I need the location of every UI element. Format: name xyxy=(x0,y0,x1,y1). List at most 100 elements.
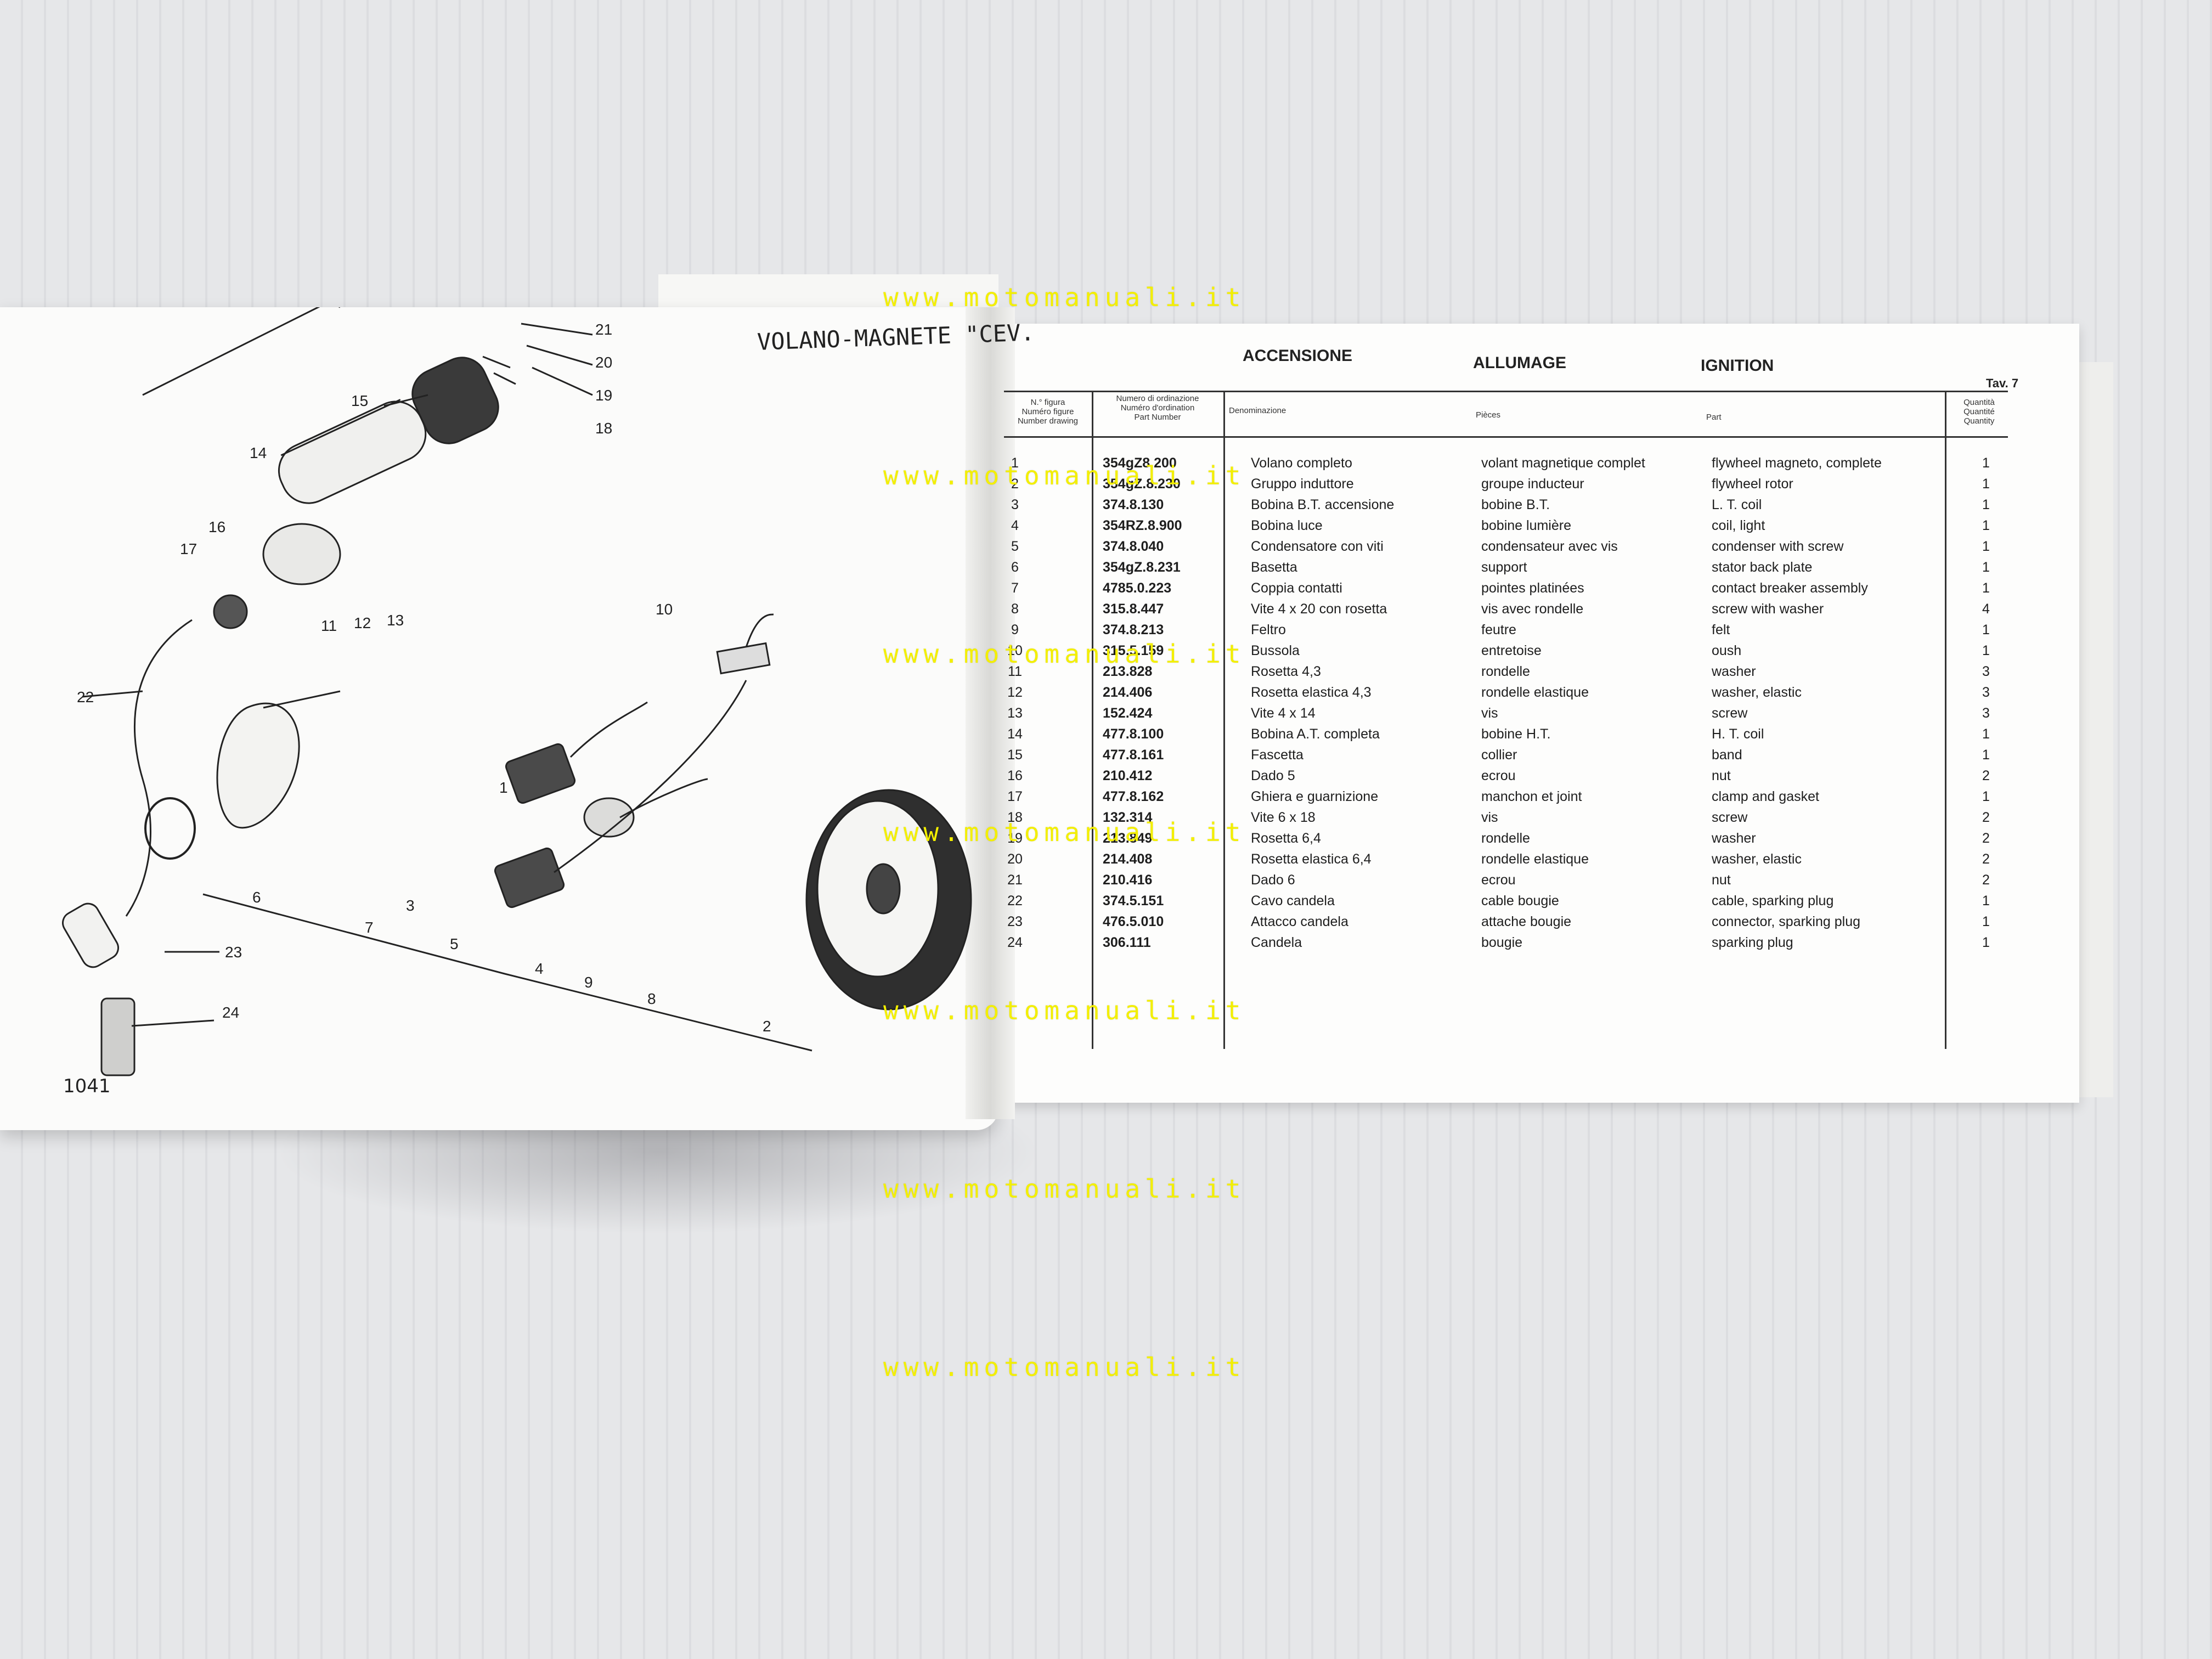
quantity: 3 xyxy=(1982,664,1990,679)
quantity: 4 xyxy=(1982,601,1990,617)
callout-14: 14 xyxy=(250,444,267,461)
part-number: 354gZ.8.230 xyxy=(1103,476,1181,492)
watermark: www.motomanuali.it xyxy=(883,639,1246,669)
part-number: 132.314 xyxy=(1103,810,1153,825)
header-rule-bottom xyxy=(1004,436,2008,438)
name-english: flywheel magneto, complete xyxy=(1712,455,1882,471)
name-italian: Dado 6 xyxy=(1251,872,1295,888)
name-english: contact breaker assembly xyxy=(1712,580,1868,596)
name-italian: Rosetta 6,4 xyxy=(1251,831,1321,846)
name-italian: Vite 4 x 20 con rosetta xyxy=(1251,601,1387,617)
name-english: L. T. coil xyxy=(1712,497,1762,512)
figure-number: 11 xyxy=(1008,664,1022,679)
name-english: nut xyxy=(1712,872,1731,888)
callout-16: 16 xyxy=(208,518,225,535)
figure-number: 1 xyxy=(1011,455,1019,471)
name-italian: Rosetta 4,3 xyxy=(1251,664,1321,679)
name-english: washer xyxy=(1712,664,1756,679)
name-french: vis avec rondelle xyxy=(1481,601,1584,617)
figure-number: 19 xyxy=(1007,831,1023,846)
name-english: washer xyxy=(1712,831,1756,846)
quantity: 3 xyxy=(1982,706,1990,721)
callout-23: 23 xyxy=(225,944,242,961)
figure-number: 6 xyxy=(1011,560,1019,575)
name-english: sparking plug xyxy=(1712,935,1793,950)
assembly-baseline xyxy=(202,893,812,1052)
name-english: condenser with screw xyxy=(1712,539,1844,554)
figure-number: 16 xyxy=(1007,768,1023,783)
part-number: 477.8.100 xyxy=(1103,726,1164,742)
name-italian: Dado 5 xyxy=(1251,768,1295,783)
figure-number: 7 xyxy=(1011,580,1019,596)
name-italian: Bobina luce xyxy=(1251,518,1323,533)
bushing-shape xyxy=(716,642,771,675)
plug-cap-shape xyxy=(62,902,119,968)
grommet-ring-shape xyxy=(144,797,196,860)
name-italian: Rosetta elastica 6,4 xyxy=(1251,851,1372,867)
quantity: 3 xyxy=(1982,685,1990,700)
name-english: coil, light xyxy=(1712,518,1765,533)
part-number: 374.8.130 xyxy=(1103,497,1164,512)
name-english: washer, elastic xyxy=(1712,685,1802,700)
name-french: feutre xyxy=(1481,622,1516,637)
name-italian: Attacco candela xyxy=(1251,914,1348,929)
coil-body-shape xyxy=(262,523,341,585)
callout-24: 24 xyxy=(222,1004,239,1021)
name-french: bobine lumière xyxy=(1481,518,1571,533)
part-number: 477.8.162 xyxy=(1103,789,1164,804)
name-italian: Candela xyxy=(1251,935,1302,950)
figure-number: 5 xyxy=(1011,539,1019,554)
name-english: stator back plate xyxy=(1712,560,1813,575)
callout-5: 5 xyxy=(450,935,459,952)
name-italian: Coppia contatti xyxy=(1251,580,1342,596)
part-number: 214.406 xyxy=(1103,685,1153,700)
book-gutter xyxy=(966,307,1015,1119)
callout-12: 12 xyxy=(354,614,371,631)
table-number: Tav. 7 xyxy=(1986,376,2019,390)
figure-number: 4 xyxy=(1011,518,1019,533)
heading-french: ALLUMAGE xyxy=(1473,354,1566,372)
col-header-part-number: Numero di ordinazione Numéro d'ordinatio… xyxy=(1116,394,1199,422)
name-french: attache bougie xyxy=(1481,914,1572,929)
quantity: 1 xyxy=(1982,497,1990,512)
lt-coil-shape xyxy=(505,743,576,804)
callout-15: 15 xyxy=(351,392,368,409)
watermark: www.motomanuali.it xyxy=(883,1174,1246,1204)
name-french: bougie xyxy=(1481,935,1523,950)
condenser-shape xyxy=(583,797,635,838)
quantity: 1 xyxy=(1982,560,1990,575)
part-number: 354RZ.8.900 xyxy=(1103,518,1182,533)
name-english: screw with washer xyxy=(1712,601,1824,617)
column-divider-2 xyxy=(1223,391,1225,1049)
figure-number: 22 xyxy=(1007,893,1023,909)
heading-italian: ACCENSIONE xyxy=(1243,347,1353,365)
part-number: 210.416 xyxy=(1103,872,1153,888)
part-number: 152.424 xyxy=(1103,706,1153,721)
callout-7: 7 xyxy=(365,919,374,936)
name-english: washer, elastic xyxy=(1712,851,1802,867)
quantity: 1 xyxy=(1982,643,1990,658)
clamp-shape xyxy=(213,594,248,629)
col-header-quantity: Quantità Quantité Quantity xyxy=(1963,398,1995,426)
name-french: rondelle xyxy=(1481,664,1530,679)
table-row: 4 354RZ.8.900 Bobina luce bobine lumière coi… xyxy=(998,518,2041,539)
callout-4: 4 xyxy=(535,960,544,977)
name-english: nut xyxy=(1712,768,1731,783)
part-number: 354gZ.8.231 xyxy=(1103,560,1181,575)
figure-number: 10 xyxy=(1007,643,1023,658)
watermark: www.motomanuali.it xyxy=(883,283,1246,312)
figure-number: 13 xyxy=(1007,706,1023,721)
figure-number: 21 xyxy=(1007,872,1023,888)
quantity: 1 xyxy=(1982,789,1990,804)
quantity: 1 xyxy=(1982,935,1990,950)
